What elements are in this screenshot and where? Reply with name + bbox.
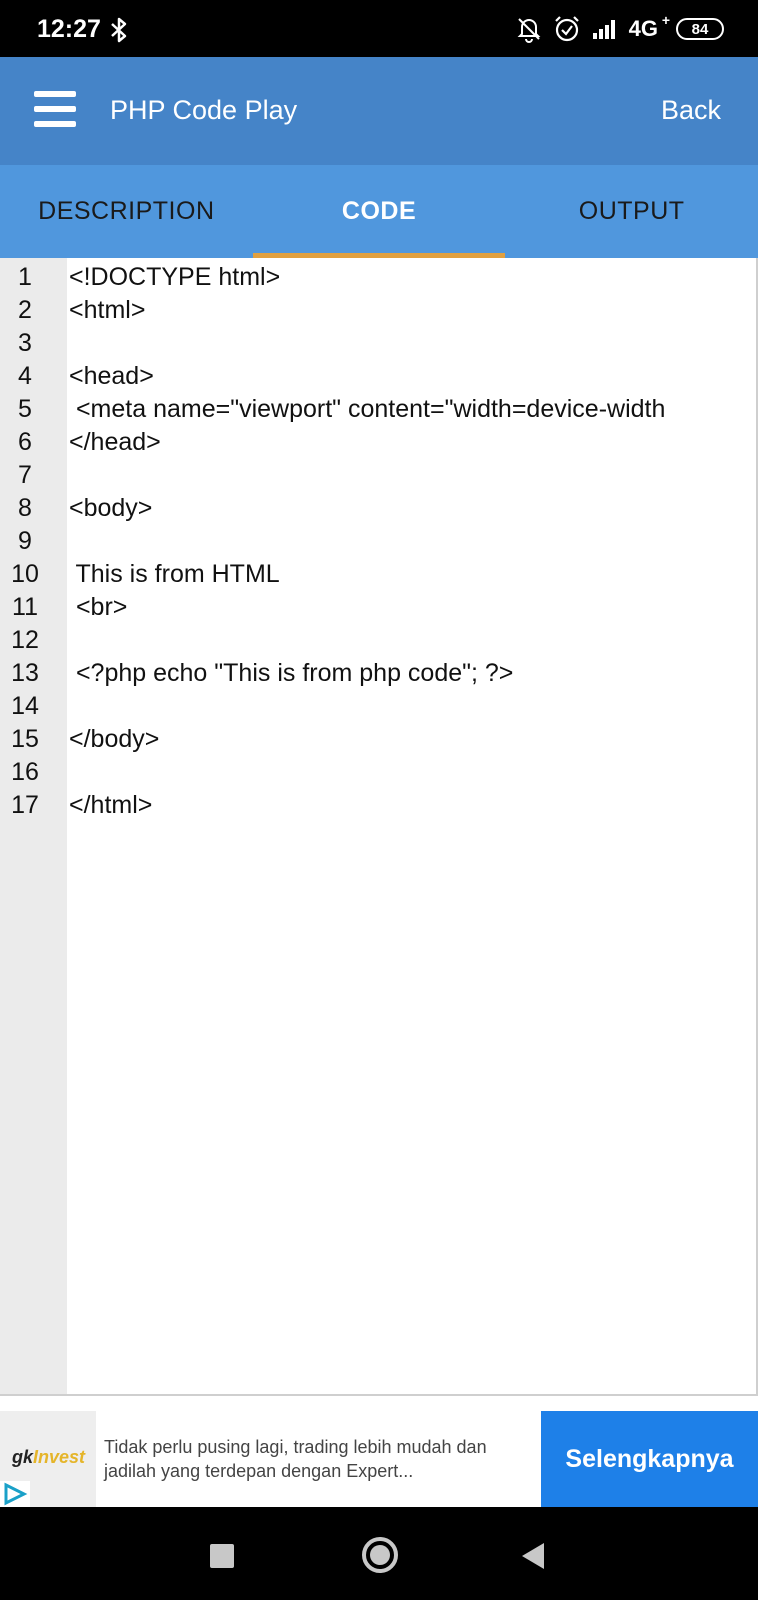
line-code: </head> (69, 428, 161, 456)
line-number: 13 (11, 659, 39, 687)
line-code: <br> (69, 593, 128, 621)
battery-indicator: 84 (676, 18, 724, 40)
line-code: This is from HTML (69, 560, 280, 588)
line-number: 4 (18, 362, 32, 390)
line-number: 15 (11, 725, 39, 753)
line-number: 17 (11, 791, 39, 819)
back-nav-icon[interactable] (522, 1543, 544, 1569)
alarm-icon (554, 16, 579, 42)
recents-icon[interactable] (210, 1544, 234, 1568)
ad-brand: gkInvest (12, 1447, 86, 1467)
line-code: </body> (69, 725, 160, 753)
line-code: <head> (69, 362, 154, 390)
app-title: PHP Code Play (110, 95, 298, 125)
tab-bar: DESCRIPTION CODE OUTPUT (0, 165, 758, 258)
line-code: <?php echo "This is from php code"; ?> (69, 659, 514, 687)
line-number: 14 (11, 692, 39, 720)
line-number: 5 (18, 395, 32, 423)
status-bar: 12:27 4G+ 84 (0, 0, 758, 57)
line-number: 2 (18, 296, 32, 324)
tab-output[interactable]: OUTPUT (578, 197, 685, 225)
mute-bell-icon (517, 18, 541, 43)
line-number: 3 (18, 329, 32, 357)
network-type: 4G+ (628, 12, 670, 41)
line-number: 16 (11, 758, 39, 786)
line-code: <meta name="viewport" content="width=dev… (69, 395, 666, 423)
line-number: 6 (18, 428, 32, 456)
back-button[interactable]: Back (660, 95, 721, 125)
status-icons: 4G+ 84 (515, 12, 724, 44)
ad-logo: gkInvest (0, 1411, 96, 1507)
line-code: <!DOCTYPE html> (69, 263, 281, 291)
line-code: <html> (69, 296, 146, 324)
line-number: 12 (11, 626, 39, 654)
line-number: 10 (11, 560, 39, 588)
bluetooth-icon (111, 17, 127, 43)
tab-code[interactable]: CODE (252, 165, 506, 258)
ad-banner[interactable]: gkInvest Tidak perlu pusing lagi, tradin… (0, 1411, 758, 1507)
hamburger-menu-icon[interactable] (34, 91, 76, 129)
line-code: </html> (69, 791, 153, 819)
line-number: 1 (18, 263, 32, 291)
system-nav-bar (0, 1507, 758, 1600)
ad-choices-icon[interactable] (0, 1481, 30, 1507)
line-number: 9 (18, 527, 32, 555)
ad-text: Tidak perlu pusing lagi, trading lebih m… (104, 1437, 487, 1481)
code-editor[interactable]: 1 <!DOCTYPE html> 2 <html> 3 4 <head> 5 <meta n… (0, 258, 758, 1396)
app-bar: PHP Code Play Back (0, 57, 758, 165)
ad-cta-button[interactable]: Selengkapnya (541, 1411, 758, 1507)
line-code: <body> (69, 494, 153, 522)
status-time: 12:27 (37, 15, 101, 43)
line-number: 8 (18, 494, 32, 522)
line-number: 7 (18, 461, 32, 489)
tab-description[interactable]: DESCRIPTION (38, 197, 215, 225)
line-number: 11 (12, 593, 38, 621)
home-icon[interactable] (362, 1537, 398, 1573)
signal-icon (592, 20, 615, 39)
line-number-gutter (0, 258, 67, 1394)
